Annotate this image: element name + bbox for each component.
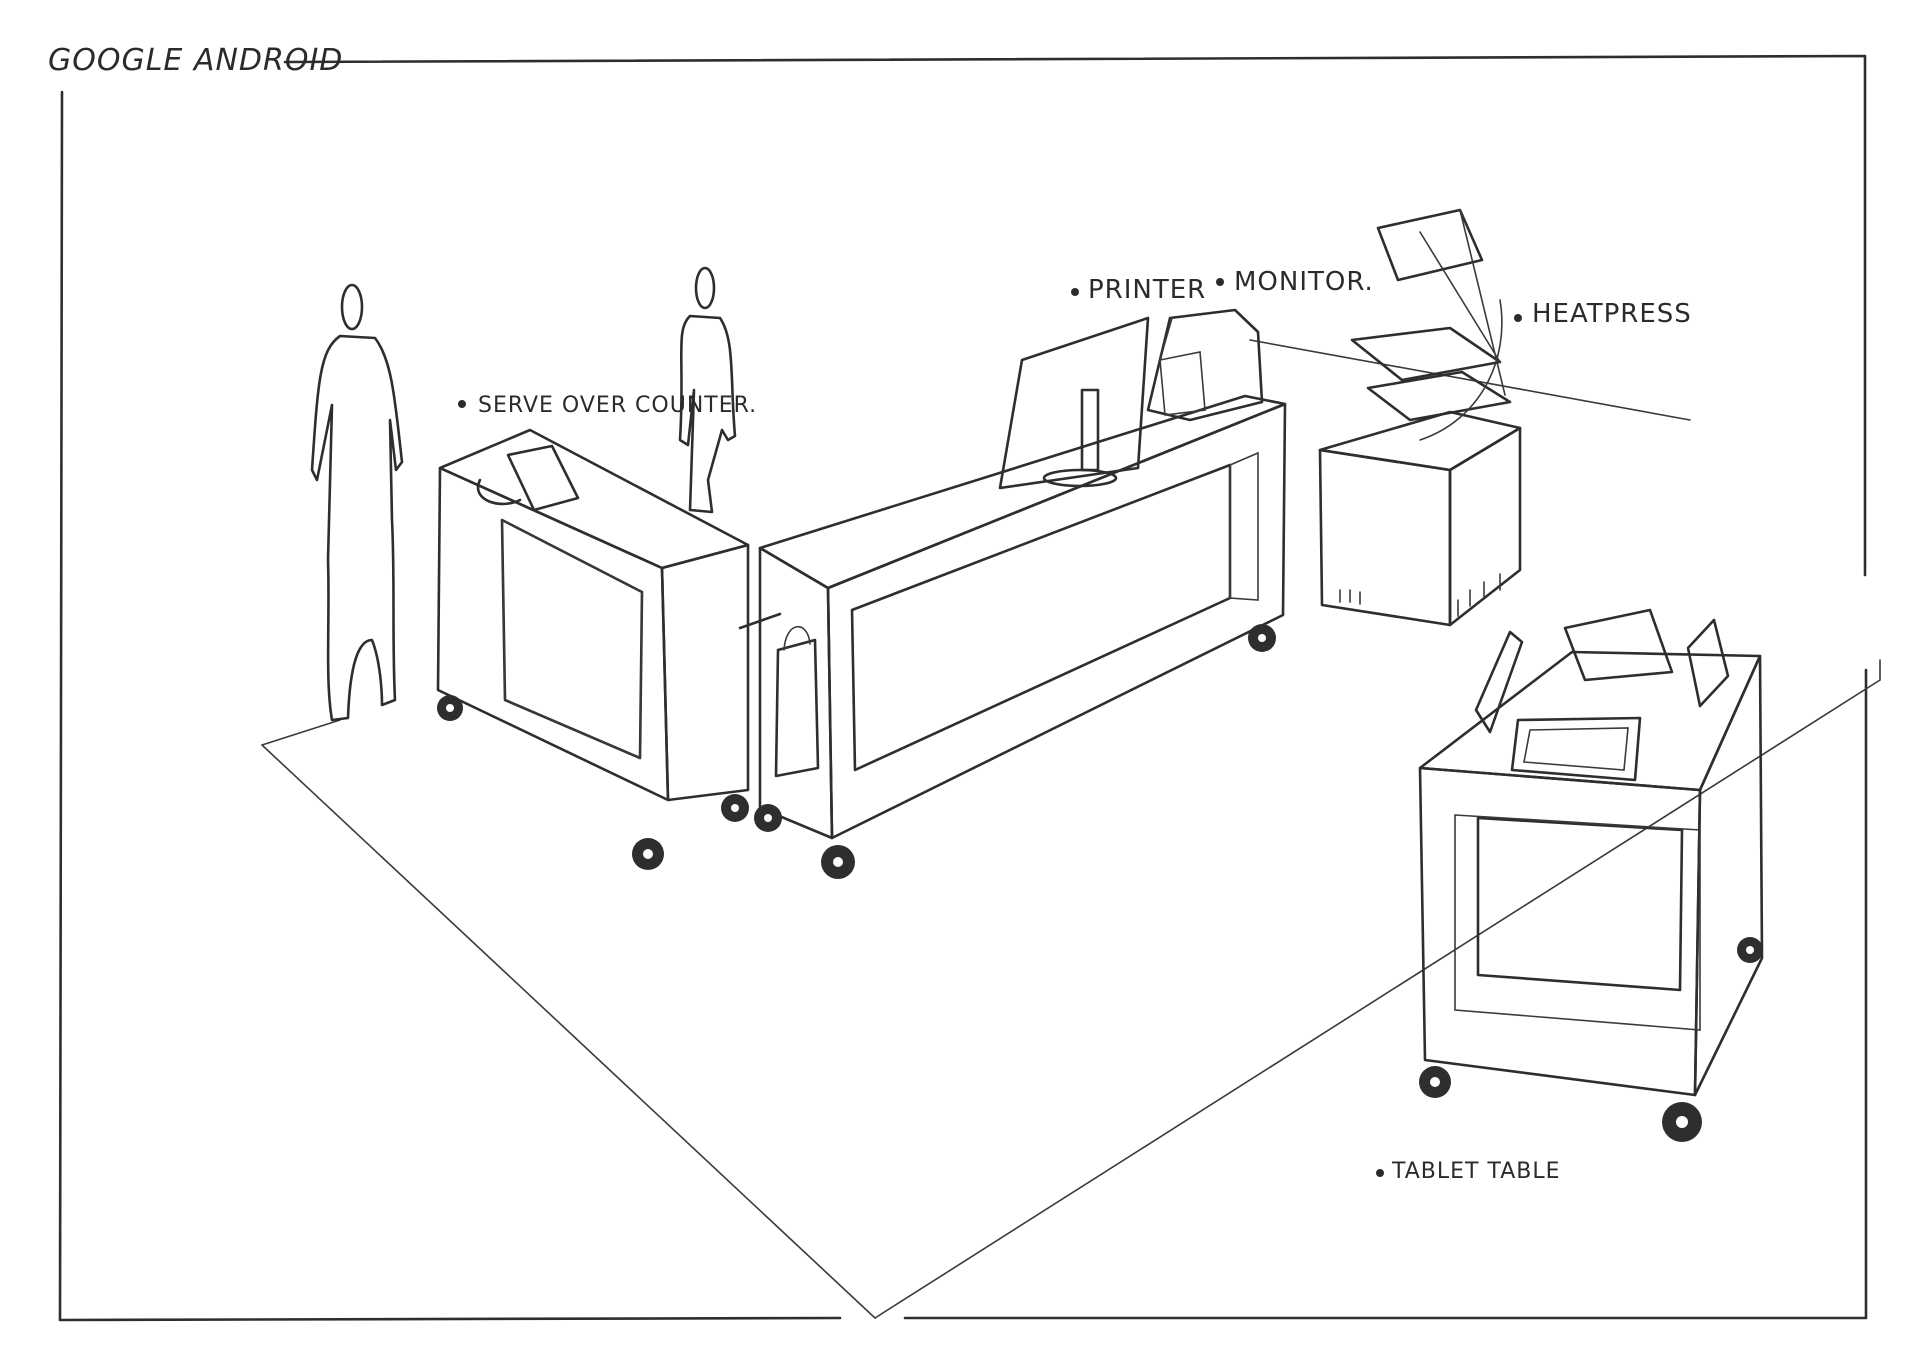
tablet-table-unit bbox=[1418, 608, 1764, 1142]
svg-text:TABLET TABLE: TABLET TABLE bbox=[1391, 1159, 1561, 1184]
person-figure-center bbox=[678, 266, 737, 514]
svg-text:HEATPRESS: HEATPRESS bbox=[1532, 299, 1692, 329]
person-figure-left bbox=[310, 283, 404, 722]
sketch-title: GOOGLE ANDROID bbox=[48, 43, 343, 78]
svg-text:MONITOR.: MONITOR. bbox=[1234, 267, 1374, 297]
label-tablet-table: TABLET TABLE bbox=[1376, 1159, 1561, 1184]
frame-border bbox=[58, 54, 1868, 1322]
label-serve-over-counter: SERVE OVER COUNTER. bbox=[458, 393, 757, 418]
label-printer: PRINTER bbox=[1071, 275, 1206, 305]
svg-text:SERVE OVER COUNTER.: SERVE OVER COUNTER. bbox=[478, 393, 757, 418]
floor-outline bbox=[261, 339, 1881, 1319]
serve-over-counter-unit bbox=[436, 428, 750, 870]
main-counter-unit bbox=[738, 308, 1287, 879]
label-heatpress: HEATPRESS bbox=[1514, 299, 1692, 329]
label-monitor: MONITOR. bbox=[1216, 267, 1374, 297]
heatpress-unit bbox=[1318, 208, 1522, 627]
svg-text:PRINTER: PRINTER bbox=[1088, 275, 1206, 305]
